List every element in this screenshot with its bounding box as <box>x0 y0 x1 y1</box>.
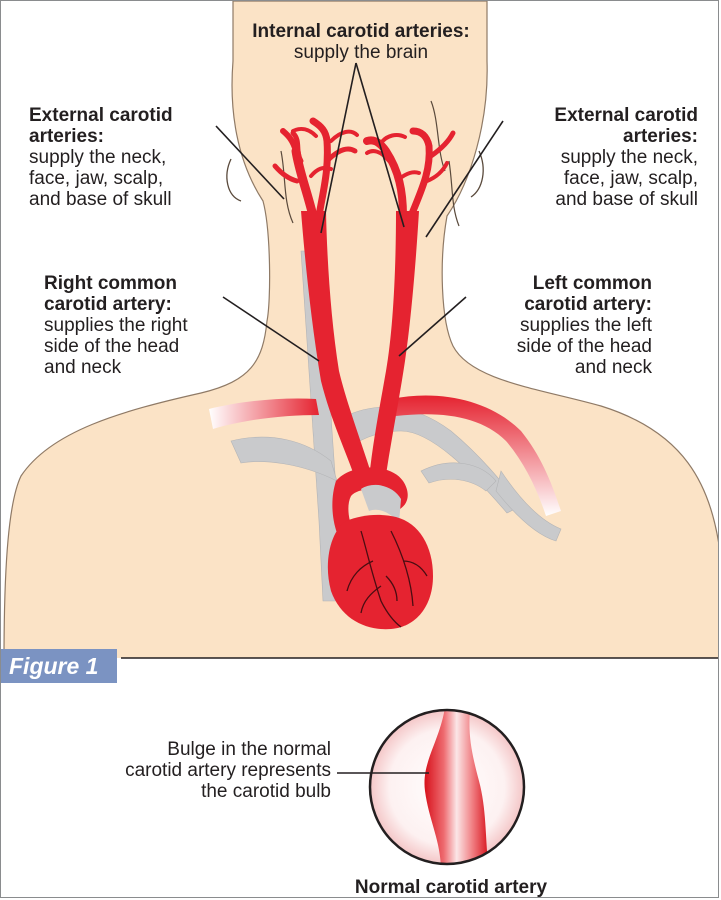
rcc-desc-3: and neck <box>44 357 244 378</box>
lcc-desc-2: side of the head <box>461 336 652 357</box>
ext-left-title-1: External carotid <box>29 105 229 126</box>
inset-title: Normal carotid artery <box>331 877 571 898</box>
lcc-title-1: Left common <box>461 273 652 294</box>
internal-carotid-desc: supply the brain <box>191 42 531 63</box>
ext-right-desc-1: supply the neck, <box>498 147 698 168</box>
rcc-desc-2: side of the head <box>44 336 244 357</box>
ext-left-title-2: arteries: <box>29 126 229 147</box>
internal-carotid-title: Internal carotid arteries: <box>191 21 531 42</box>
rcc-desc-1: supplies the right <box>44 315 244 336</box>
lcc-title-2: carotid artery: <box>461 294 652 315</box>
figure-tag: Figure 1 <box>1 649 117 683</box>
carotid-bulb-caption: Bulge in the normal carotid artery repre… <box>61 739 331 802</box>
rcc-title-1: Right common <box>44 273 244 294</box>
rcc-title-2: carotid artery: <box>44 294 244 315</box>
right-common-carotid-label: Right common carotid artery: supplies th… <box>44 273 244 378</box>
internal-carotid-label: Internal carotid arteries: supply the br… <box>191 21 531 63</box>
ext-right-title-2: arteries: <box>498 126 698 147</box>
lcc-desc-1: supplies the left <box>461 315 652 336</box>
bulb-caption-2: carotid artery represents <box>61 760 331 781</box>
normal-carotid-title: Normal carotid artery <box>331 877 571 898</box>
bulb-caption-3: the carotid bulb <box>61 781 331 802</box>
bulb-caption-1: Bulge in the normal <box>61 739 331 760</box>
left-common-carotid-label: Left common carotid artery: supplies the… <box>461 273 652 378</box>
ext-left-desc-3: and base of skull <box>29 189 229 210</box>
external-carotid-left-label: External carotid arteries: supply the ne… <box>29 105 229 210</box>
lcc-desc-3: and neck <box>461 357 652 378</box>
ext-right-desc-3: and base of skull <box>498 189 698 210</box>
ext-right-title-1: External carotid <box>498 105 698 126</box>
ext-left-desc-2: face, jaw, scalp, <box>29 168 229 189</box>
ext-right-desc-2: face, jaw, scalp, <box>498 168 698 189</box>
carotid-bulb-inset <box>337 701 524 871</box>
ext-left-desc-1: supply the neck, <box>29 147 229 168</box>
external-carotid-right-label: External carotid arteries: supply the ne… <box>498 105 698 210</box>
